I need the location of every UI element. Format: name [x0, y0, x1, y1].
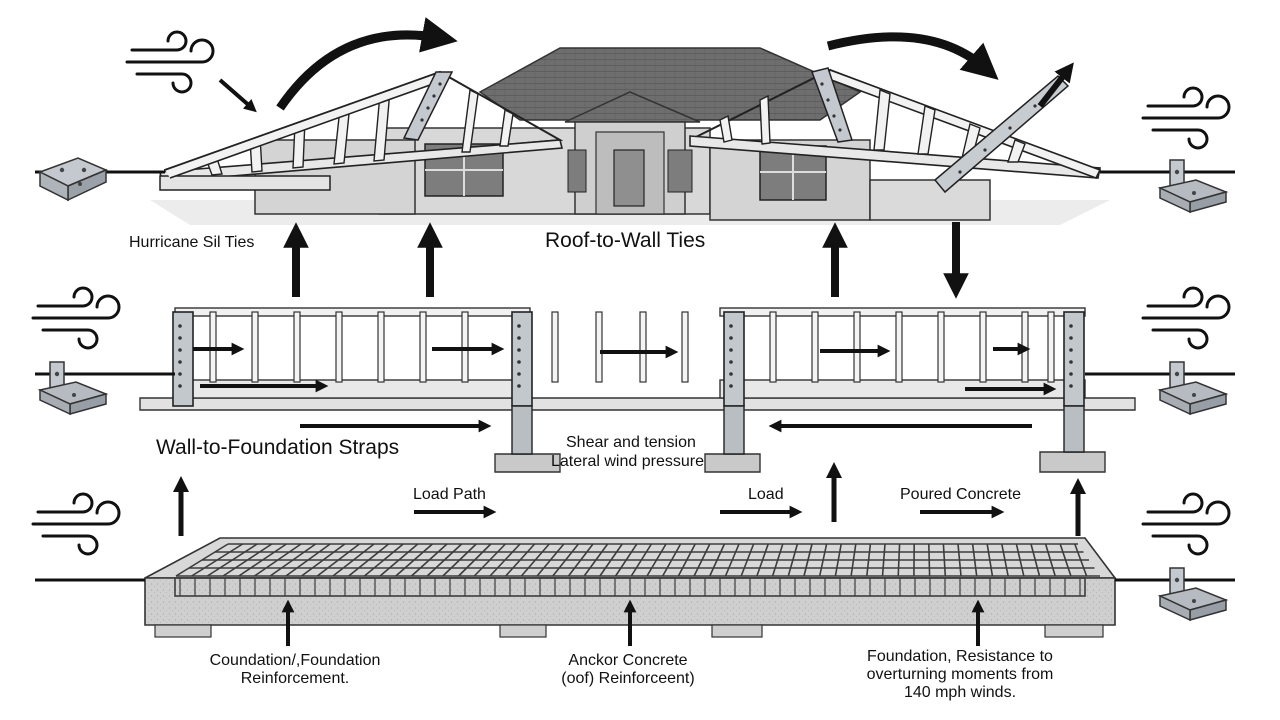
hurricane-tie-bracket-icon	[39, 361, 107, 415]
label-wall-to-foundation-straps: Wall-to-Foundation Straps	[156, 436, 400, 459]
wind-icon	[1141, 286, 1231, 350]
label-load: Load	[748, 486, 784, 503]
load-arrows	[172, 17, 1087, 646]
wind-icon	[125, 30, 215, 94]
house-illustration	[150, 47, 1110, 225]
caption-line: overturning moments from	[866, 666, 1054, 683]
hurricane-tie-bracket-icon	[1159, 361, 1227, 415]
hurricane-tie-bracket-icon	[1159, 567, 1227, 621]
hurricane-tie-bracket-icon	[39, 157, 107, 201]
label-shear-tension: Shear and tension	[566, 434, 696, 451]
caption-foundation-resistance: Foundation, Resistance to overturning mo…	[867, 648, 1054, 702]
caption-line: Anckor Concrete	[568, 652, 688, 669]
caption-anchor-concrete: Anckor Concrete (oof) Reinforceent)	[561, 652, 694, 688]
wind-icon	[31, 286, 121, 350]
caption-line: Coundation/,Foundation	[209, 652, 381, 669]
wind-icon	[1141, 86, 1231, 150]
caption-line: 140 mph winds.	[903, 684, 1017, 701]
label-roof-to-wall-ties: Roof-to-Wall Ties	[545, 229, 706, 252]
caption-foundation-reinforcement: Coundation/,Foundation Reinforcement.	[210, 652, 381, 688]
label-load-path: Load Path	[413, 486, 486, 503]
wall-frame-illustration	[139, 307, 1136, 473]
hurricane-tie-bracket-icon	[1159, 159, 1227, 213]
wind-icon	[1141, 492, 1231, 556]
label-lateral-wind-pressure: Lateral wind pressure	[551, 453, 704, 470]
caption-line: (oof) Reinforceent)	[561, 670, 695, 687]
wind-icon	[31, 492, 121, 556]
caption-line: Reinforcement.	[240, 670, 350, 687]
label-hurricane-sill-ties: Hurricane Sil Ties	[129, 234, 255, 251]
label-poured-concrete: Poured Concrete	[900, 486, 1021, 503]
caption-line: Foundation, Resistance to	[867, 648, 1053, 665]
